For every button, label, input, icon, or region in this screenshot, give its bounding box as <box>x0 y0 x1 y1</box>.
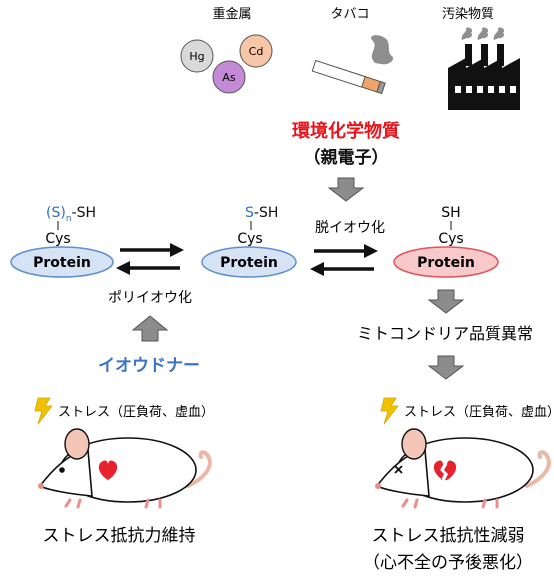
sulfur-subscript: n <box>66 214 72 224</box>
up-arrow-iodonor <box>131 315 169 342</box>
stress-label-left: ストレス（圧負荷、虚血） <box>58 405 214 420</box>
sulfur-s: S <box>245 205 254 221</box>
lightning-icon-left <box>34 397 53 425</box>
mito-label: ミトコンドリア品質異常 <box>357 324 533 343</box>
chemicals-subtitle: （親電子） <box>304 147 389 168</box>
broken-heart-icon <box>433 460 457 480</box>
protein-blob-3: Protein <box>393 246 499 278</box>
poly-sulfide-group: (S)n-SH Cys <box>45 205 96 247</box>
svg-text:S-SH: S-SH <box>245 205 278 221</box>
svg-text:(S)n-SH: (S)n-SH <box>46 205 96 224</box>
cd-label: Cd <box>249 45 264 58</box>
desulfuration-label: 脱イオウ化 <box>315 220 385 236</box>
equilibrium-arrows-1 <box>116 243 184 275</box>
as-circle: As <box>212 60 246 94</box>
cd-circle: Cd <box>239 34 273 68</box>
cigarette-icon <box>311 35 394 95</box>
down-arrow-chemicals <box>327 177 365 202</box>
mouse-sick-icon <box>375 428 551 509</box>
sh-tail-2: -SH <box>254 205 278 221</box>
result-right-line1: ストレス抵抗性減弱 <box>372 526 525 546</box>
polysulfidation-label: ポリイオウ化 <box>108 290 192 306</box>
protein-blob-1: Protein <box>10 246 114 278</box>
tobacco-label: タバコ <box>330 7 369 22</box>
as-label: As <box>222 71 236 84</box>
pollutant-label: 汚染物質 <box>442 7 494 22</box>
cys-label-1: Cys <box>45 231 70 247</box>
sh-label-3: SH <box>441 205 460 221</box>
cys-label-2: Cys <box>237 231 262 247</box>
result-left: ストレス抵抗力維持 <box>43 526 196 546</box>
hg-label: Hg <box>189 50 204 63</box>
lightning-icon-right <box>380 397 399 425</box>
equilibrium-arrows-2 <box>310 244 378 276</box>
x-eye-icon <box>394 465 403 474</box>
stress-label-right: ストレス（圧負荷、虚血） <box>404 405 554 420</box>
protein-label-1: Protein <box>33 255 91 271</box>
down-arrow-mouse <box>427 355 465 380</box>
mouse-healthy-icon <box>38 428 212 509</box>
single-sulfur-group: S-SH Cys <box>237 205 278 247</box>
sh-tail: -SH <box>72 205 96 221</box>
protein-blob-2: Protein <box>201 246 297 278</box>
down-arrow-mito <box>427 289 465 314</box>
heart-icon-left <box>98 460 118 480</box>
cys-label-3: Cys <box>438 231 463 247</box>
hg-circle: Hg <box>180 39 214 73</box>
factory-icon <box>448 27 520 110</box>
sulfur-group: (S) <box>46 205 66 221</box>
thiol-group: SH Cys <box>438 205 463 247</box>
protein-label-3: Protein <box>417 255 475 271</box>
iodonor-label: イオウドナー <box>98 356 200 376</box>
protein-label-2: Protein <box>220 255 278 271</box>
chemicals-title: 環境化学物質 <box>292 120 400 142</box>
heavy-metals-label: 重金属 <box>212 6 251 22</box>
result-right-line2: （心不全の予後悪化） <box>363 553 533 573</box>
